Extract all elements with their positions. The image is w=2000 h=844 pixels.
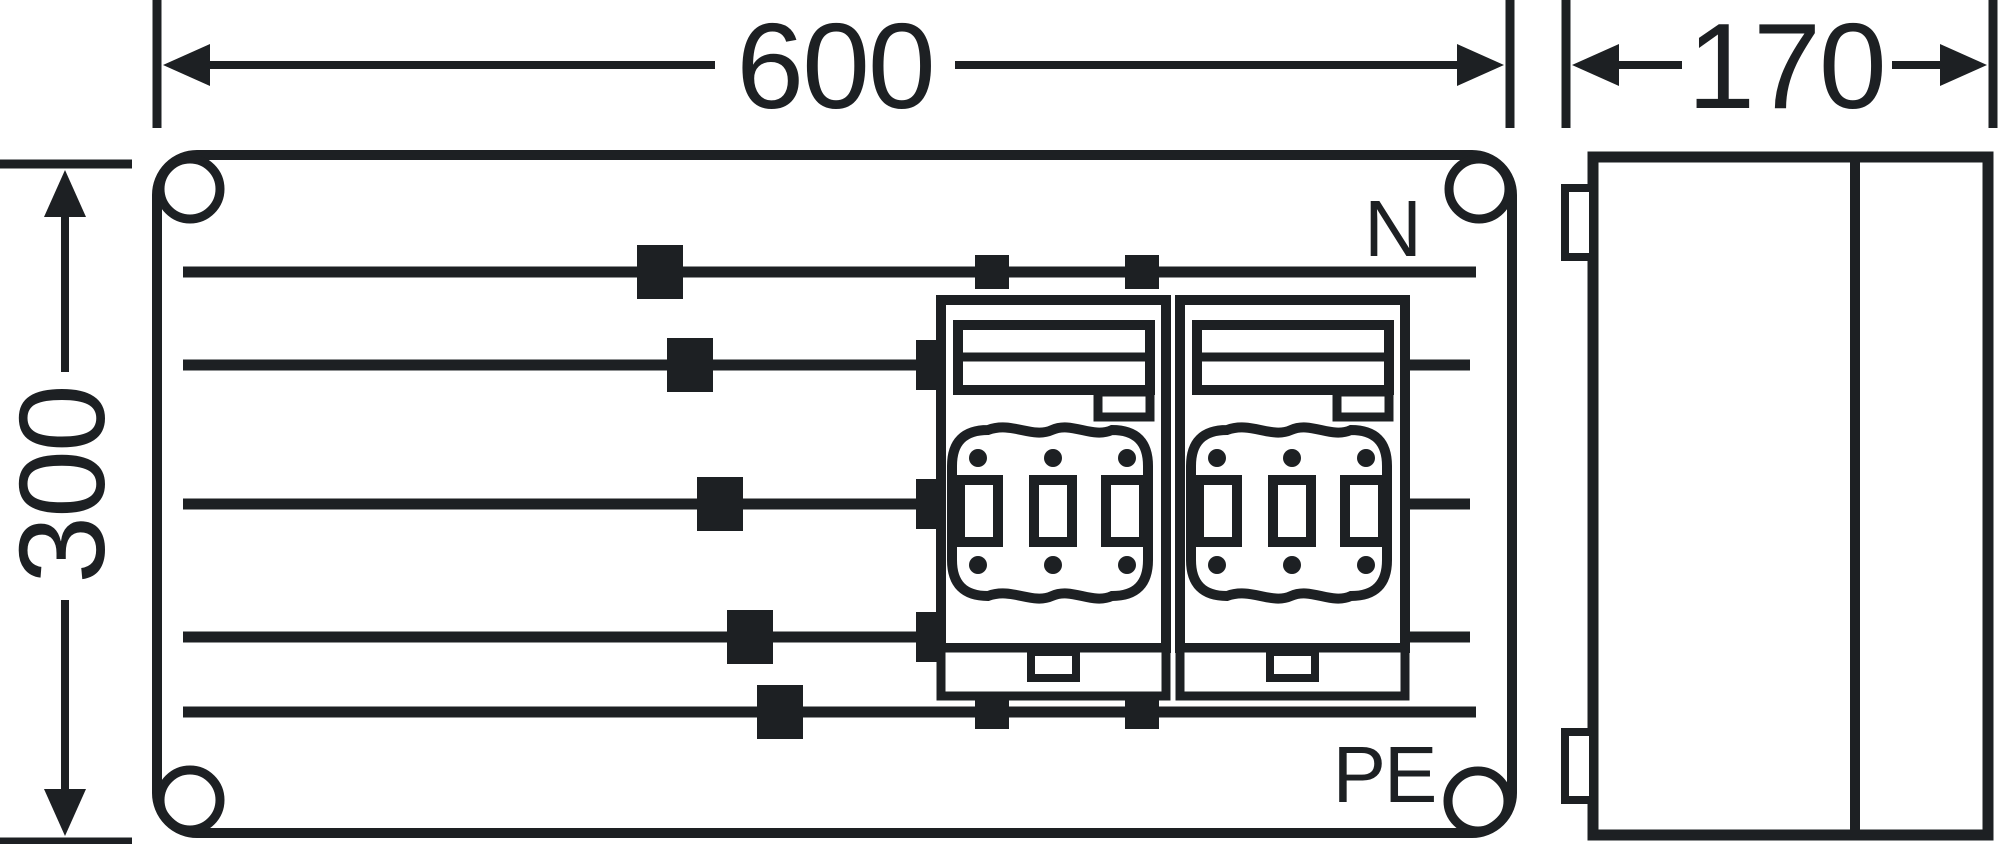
pe-tab-1 <box>975 695 1009 729</box>
dimension-width-600 <box>152 0 1515 128</box>
wall-clip-top <box>1561 184 1597 261</box>
base-clip <box>1027 648 1080 682</box>
dimension-width-value: 600 <box>736 0 934 134</box>
fuse-slot-2 <box>1268 475 1316 547</box>
fuse-slot-1 <box>955 475 1003 547</box>
arrowhead-up-icon <box>44 170 86 217</box>
dimension-height-300 <box>0 159 132 844</box>
fuse-slot-1 <box>1194 475 1242 547</box>
arrowhead-left-icon <box>163 44 210 86</box>
fuse-unit-left <box>936 295 1171 701</box>
pe-label: PE <box>1333 730 1436 819</box>
fuse-unit-right <box>1175 295 1410 701</box>
mounting-hole-bottom-right <box>1443 766 1513 836</box>
dimension-height-value: 300 <box>0 386 130 584</box>
carrier-screws <box>969 449 1136 574</box>
mounting-hole-top-right <box>1444 154 1514 224</box>
arrowhead-down-icon <box>44 789 86 836</box>
n-tab-1 <box>975 255 1009 289</box>
side-view <box>1561 151 1994 841</box>
busbars <box>183 266 1476 718</box>
dimension-depth-value: 170 <box>1687 0 1885 134</box>
arrowhead-right-icon <box>1940 44 1987 86</box>
arrowhead-right-icon <box>1457 44 1504 86</box>
mounting-hole-bottom-left <box>155 765 225 835</box>
dimension-depth-170 <box>1561 0 1998 128</box>
neutral-label: N <box>1364 184 1420 273</box>
busbar-support-5 <box>757 685 803 739</box>
arrowhead-left-icon <box>1572 44 1619 86</box>
indicator-window <box>1332 387 1394 422</box>
fuse-slot-3 <box>1101 475 1149 547</box>
busbar-support-3 <box>697 477 743 531</box>
enclosure-outline <box>152 150 1517 838</box>
front-view: N PE <box>152 150 1517 838</box>
busbar-support-4 <box>727 610 773 664</box>
busbar-supports <box>637 245 803 739</box>
mounting-hole-top-left <box>155 154 225 224</box>
pe-tab-2 <box>1125 695 1159 729</box>
indicator-window <box>1093 387 1155 422</box>
side-outline <box>1587 151 1994 841</box>
fuse-slot-3 <box>1340 475 1388 547</box>
busbar-support-1 <box>637 245 683 299</box>
fuse-slot-2 <box>1029 475 1077 547</box>
n-tab-2 <box>1125 255 1159 289</box>
carrier-screws <box>1208 449 1375 574</box>
busbar-support-2 <box>667 338 713 392</box>
wall-clip-bottom <box>1561 728 1597 804</box>
base-clip <box>1266 648 1319 682</box>
